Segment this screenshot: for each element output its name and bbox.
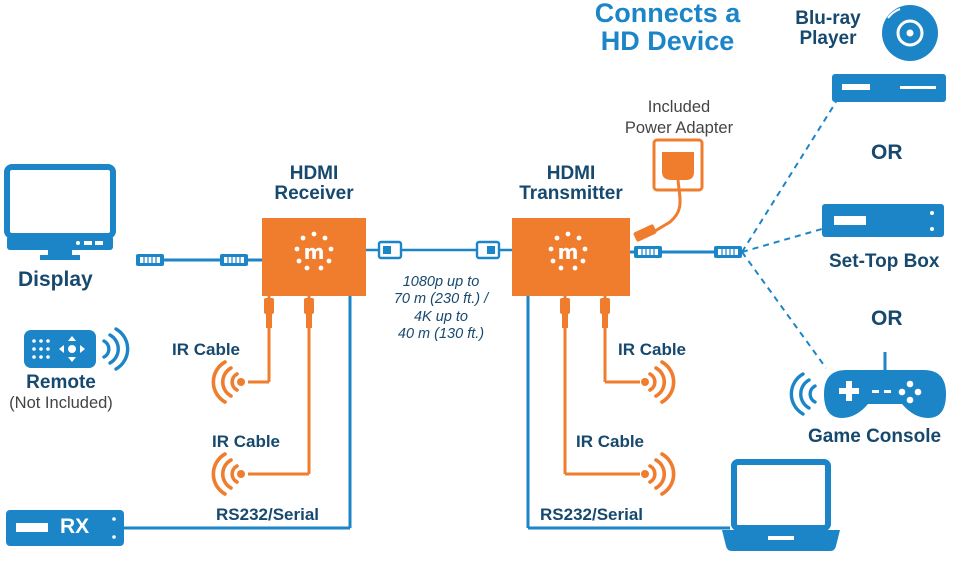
display-icon [4,164,116,260]
bluray-label-line-1: Blu-ray [795,8,861,29]
title-line-1: Connects a [594,0,741,28]
source-dashed-lines [741,101,837,369]
receiver-serial-cable [124,296,352,530]
hdmi-cable-display [135,253,262,267]
transmitter-ir-plugs [560,298,610,328]
hdmi-transmitter-device: m [512,218,630,296]
receiver-label-line-2: Receiver [274,182,354,204]
remote-icon [24,327,130,371]
svg-text:m: m [304,240,325,264]
ir-cable-label-right-1: IR Cable [618,340,687,359]
ir-cable-label-right-2: IR Cable [576,432,645,451]
ir-cable-label-left-2: IR Cable [212,432,281,451]
remote-label: Remote (Not Included) [0,373,122,414]
rx-label: RX [60,515,90,538]
receiver-label-line-1: HDMI [289,163,339,184]
rx-box-icon [6,510,124,546]
bluray-player-icon [832,74,946,102]
range-line-4: 40 m (130 ft.) [397,326,485,343]
display-label: Display [18,268,93,291]
power-adapter-line-2: Power Adapter [624,118,734,137]
gamepad-icon [789,352,946,418]
ir-emitter-icon [641,452,676,496]
hdmi-cable-source [630,245,743,259]
serial-label-left: RS232/Serial [216,505,320,524]
settop-box-icon [822,204,944,237]
serial-label-right: RS232/Serial [540,505,644,524]
bluray-label: Blu-ray Player [784,9,872,49]
transmitter-label: HDMI Transmitter [500,164,642,204]
ir-emitter-icon [641,360,676,404]
title-line-2: HD Device [600,26,735,57]
bluray-label-line-2: Player [799,27,857,49]
transmitter-label-line-2: Transmitter [519,182,623,204]
transmitter-serial-cable [526,296,730,530]
diagram-title: Connects a HD Device [580,0,755,56]
power-adapter-label: Included Power Adapter [606,97,752,138]
ethernet-cable [366,240,512,260]
power-adapter-icon [633,138,704,242]
ir-cable-label-left-1: IR Cable [172,340,241,359]
power-adapter-line-1: Included [647,98,711,116]
bluray-disc-icon [882,5,938,61]
settop-label: Set-Top Box [829,251,940,272]
transmitter-label-line-1: HDMI [546,163,596,184]
remote-label-line-2: (Not Included) [9,393,113,412]
svg-text:m: m [558,240,579,264]
ir-emitter-icon [211,360,245,404]
remote-label-line-1: Remote [26,372,96,393]
ir-emitter-icon [211,452,245,496]
receiver-ir-plugs [264,298,314,328]
laptop-icon [722,459,840,551]
range-line-2: 70 m (230 ft.) / [393,291,489,308]
or-label-2: OR [871,307,903,330]
range-line-1: 1080p up to [402,274,480,290]
hdmi-receiver-device: m [262,218,366,296]
receiver-label: HDMI Receiver [250,164,378,204]
range-line-3: 4K up to [413,308,468,325]
or-label-1: OR [871,141,903,164]
console-label: Game Console [808,426,942,447]
range-label: 1080p up to 70 m (230 ft.) / 4K up to 40… [378,274,504,344]
